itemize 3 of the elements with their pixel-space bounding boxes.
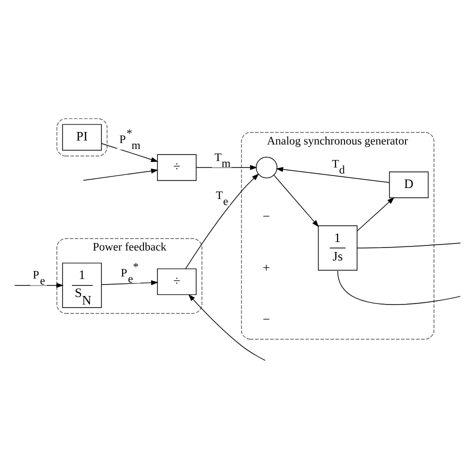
label: − [262, 208, 270, 223]
label: − [262, 311, 270, 326]
label: + [262, 259, 270, 274]
